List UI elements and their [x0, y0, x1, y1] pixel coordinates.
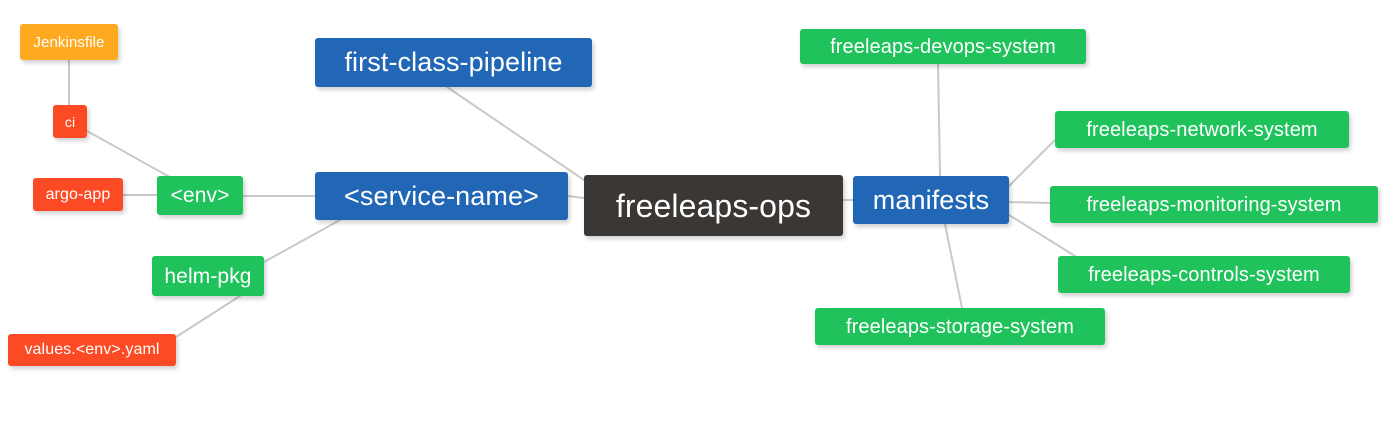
node-label-argo-app: argo-app: [45, 185, 111, 203]
node-freeleaps-controls-system[interactable]: freeleaps-controls-system: [1058, 256, 1350, 293]
node-label-freeleaps-ops: freeleaps-ops: [615, 187, 812, 224]
node-label-first-class-pipeline: first-class-pipeline: [344, 47, 563, 77]
node-helm-pkg[interactable]: helm-pkg: [152, 256, 264, 296]
node-label-env: <env>: [170, 184, 230, 207]
node-env[interactable]: <env>: [157, 176, 243, 215]
node-service-name[interactable]: <service-name>: [315, 172, 568, 220]
node-ci[interactable]: ci: [53, 105, 87, 138]
node-label-values-yaml: values.<env>.yaml: [24, 341, 160, 358]
node-first-class-pipeline[interactable]: first-class-pipeline: [315, 38, 592, 87]
node-freeleaps-storage-system[interactable]: freeleaps-storage-system: [815, 308, 1105, 345]
node-label-manifests: manifests: [872, 184, 990, 215]
node-label-ci: ci: [64, 113, 76, 130]
node-label-freeleaps-monitoring-system: freeleaps-monitoring-system: [1086, 193, 1342, 216]
node-label-freeleaps-controls-system: freeleaps-controls-system: [1088, 263, 1320, 286]
node-manifests[interactable]: manifests: [853, 176, 1009, 224]
node-label-freeleaps-network-system: freeleaps-network-system: [1086, 118, 1318, 141]
node-label-freeleaps-storage-system: freeleaps-storage-system: [845, 315, 1075, 338]
node-freeleaps-devops-system[interactable]: freeleaps-devops-system: [800, 29, 1086, 64]
node-freeleaps-ops[interactable]: freeleaps-ops: [584, 175, 843, 236]
node-jenkinsfile[interactable]: Jenkinsfile: [20, 24, 118, 60]
node-label-jenkinsfile: Jenkinsfile: [33, 33, 105, 51]
node-label-helm-pkg: helm-pkg: [164, 264, 252, 288]
node-freeleaps-monitoring-system[interactable]: freeleaps-monitoring-system: [1050, 186, 1378, 223]
node-freeleaps-network-system[interactable]: freeleaps-network-system: [1055, 111, 1349, 148]
node-label-service-name: <service-name>: [344, 180, 539, 211]
node-label-freeleaps-devops-system: freeleaps-devops-system: [830, 35, 1056, 58]
node-argo-app[interactable]: argo-app: [33, 178, 123, 211]
node-values-yaml[interactable]: values.<env>.yaml: [8, 334, 176, 366]
